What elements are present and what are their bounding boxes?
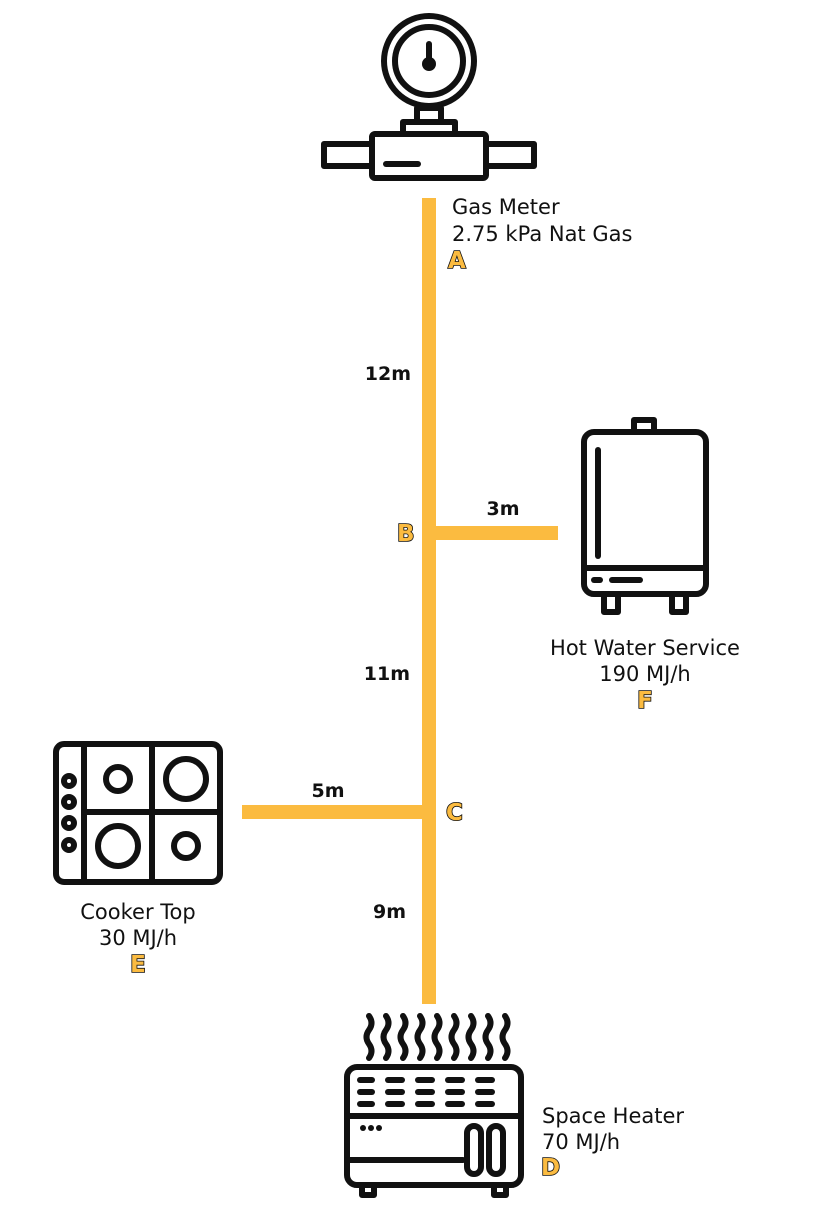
pipe-branch-hot-water xyxy=(436,526,558,540)
length-bf: 3m xyxy=(486,498,519,520)
node-e-label: E xyxy=(130,952,146,978)
length-bc: 11m xyxy=(364,663,410,685)
cooker-label-line2: 30 MJ/h xyxy=(99,926,177,950)
hot-water-label-line1: Hot Water Service xyxy=(550,636,740,660)
length-cd: 9m xyxy=(373,901,406,923)
meter-label-line2: 2.75 kPa Nat Gas xyxy=(452,222,632,246)
heater-label-line1: Space Heater xyxy=(542,1104,684,1128)
node-d-label: D xyxy=(541,1155,560,1181)
node-b-label: B xyxy=(397,521,415,547)
hot-water-label-line2: 190 MJ/h xyxy=(599,662,690,686)
heater-label-line2: 70 MJ/h xyxy=(542,1130,620,1154)
pipe-branch-cooker xyxy=(242,805,422,819)
node-a-label: A xyxy=(448,248,466,274)
meter-label-line1: Gas Meter xyxy=(452,195,560,219)
water-heater-icon xyxy=(581,417,709,615)
gas-meter-icon xyxy=(321,13,537,181)
length-ce: 5m xyxy=(311,780,344,802)
length-ab: 12m xyxy=(365,363,411,385)
pipe-main xyxy=(422,198,436,1004)
node-f-label: F xyxy=(637,688,653,714)
space-heater-icon xyxy=(344,1013,524,1198)
node-c-label: C xyxy=(446,800,463,826)
cooktop-icon xyxy=(53,741,223,885)
cooker-label-line1: Cooker Top xyxy=(80,900,195,924)
